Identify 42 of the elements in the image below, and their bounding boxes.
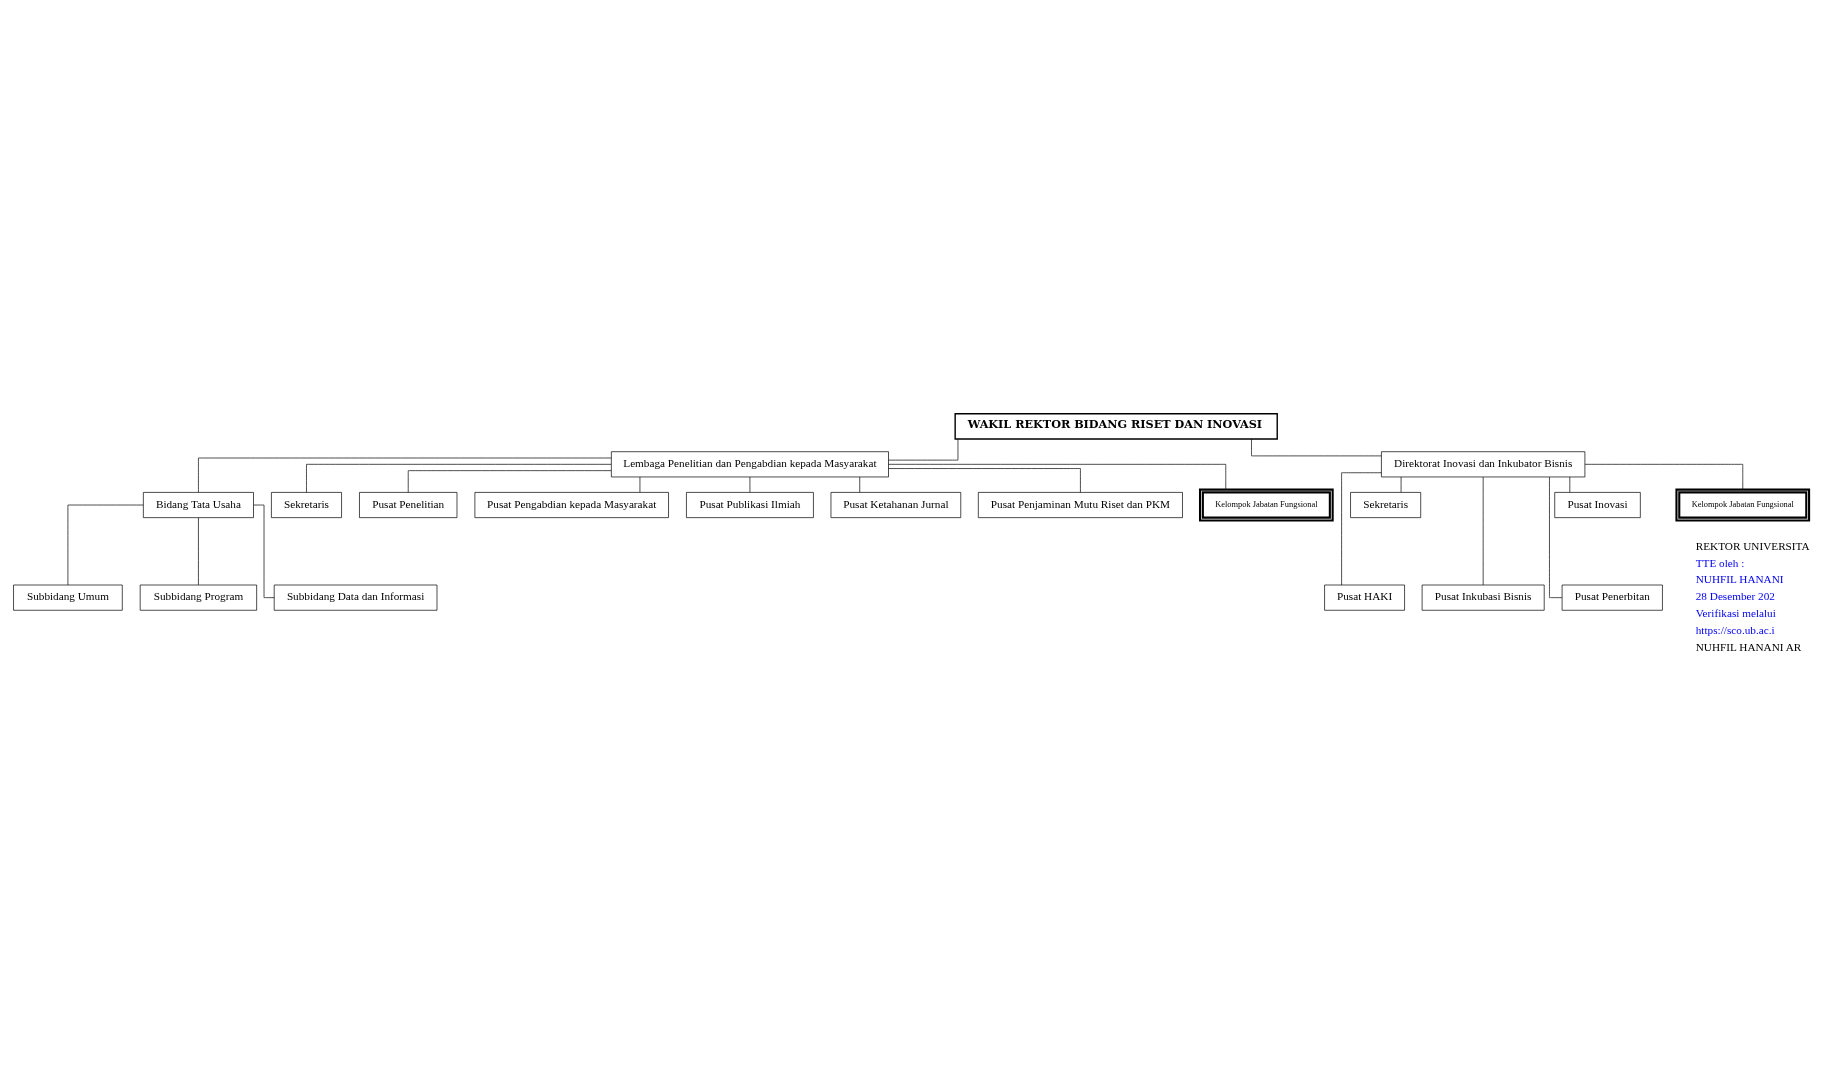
node-box: WAKIL REKTOR BIDANG RISET DAN INOVASI	[954, 412, 1278, 440]
node-box: Pusat Inkubasi Bisnis	[1421, 584, 1545, 611]
node-box: Direktorat Inovasi dan Inkubator Bisnis	[1381, 450, 1586, 477]
connector	[749, 476, 751, 493]
connector	[1251, 438, 1382, 456]
node-box: Pusat Ketahanan Jurnal	[830, 491, 962, 518]
node-box: Sekretaris	[271, 491, 342, 518]
node-box: Sekretaris	[1350, 491, 1422, 518]
connector	[1569, 476, 1571, 493]
node-box: Subbidang Data dan Informasi	[273, 584, 438, 611]
node-box: Subbidang Program	[139, 584, 257, 611]
label: Verifikasi melalui	[1695, 606, 1776, 619]
node-box: Pusat Publikasi Ilmiah	[686, 491, 814, 518]
connector	[198, 516, 199, 585]
node-box: Pusat Penelitian	[359, 491, 458, 518]
label: NUHFIL HANANI	[1695, 572, 1784, 585]
node-box: Bidang Tata Usaha	[143, 491, 254, 518]
connector	[407, 469, 612, 493]
connector	[198, 457, 612, 493]
node-box: Pusat Pengabdian kepada Masyarakat	[474, 491, 669, 518]
label: REKTOR UNIVERSITA	[1695, 539, 1810, 552]
connector	[888, 467, 1081, 493]
connector	[888, 463, 1227, 490]
label: TTE oleh :	[1695, 556, 1745, 569]
node-box: Pusat Inovasi	[1554, 491, 1641, 518]
connector	[639, 476, 641, 493]
node-box: Pusat HAKI	[1324, 584, 1405, 611]
connector	[253, 504, 275, 598]
connector	[1549, 476, 1563, 598]
connector	[859, 476, 861, 493]
connector	[1584, 463, 1744, 490]
connector	[1341, 471, 1382, 585]
label: NUHFIL HANANI AR	[1695, 640, 1802, 653]
label: https://sco.ub.ac.i	[1695, 623, 1775, 636]
node-box: Subbidang Umum	[13, 584, 123, 611]
connector	[306, 463, 612, 493]
connector	[1400, 476, 1402, 493]
node-box: Pusat Penerbitan	[1561, 584, 1663, 611]
connector	[888, 438, 959, 460]
node-box: Pusat Penjaminan Mutu Riset dan PKM	[977, 491, 1183, 518]
label: 28 Desember 202	[1695, 589, 1775, 602]
node-box: Lembaga Penelitian dan Pengabdian kepada Masyarakat	[611, 450, 889, 477]
